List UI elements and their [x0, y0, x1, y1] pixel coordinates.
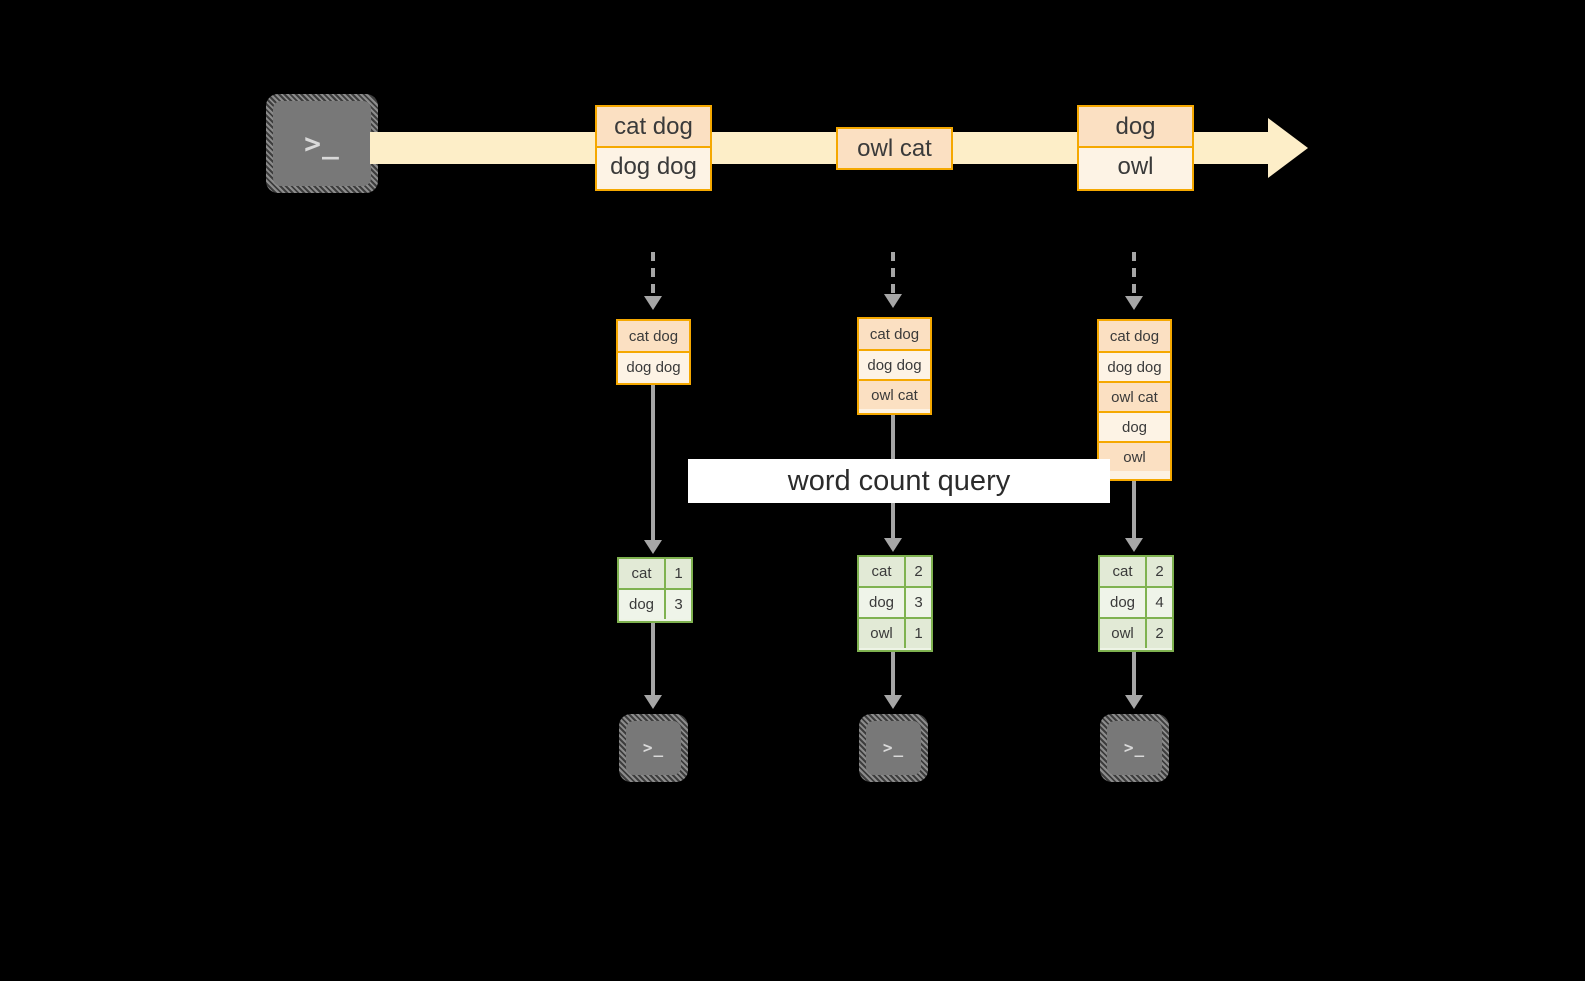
message-line: dog	[1079, 107, 1192, 146]
output-arrow-line-2	[891, 652, 895, 696]
terminal-screen	[866, 721, 921, 775]
result-count: 2	[1145, 557, 1172, 586]
sink-terminal-3: >_	[1100, 714, 1169, 782]
result-count: 4	[1145, 588, 1172, 617]
message-line: owl cat	[838, 129, 951, 168]
result-row: dog 3	[859, 586, 931, 617]
query-arrow-head-1	[644, 540, 662, 554]
source-terminal-icon: >_	[266, 94, 378, 193]
terminal-screen	[626, 721, 681, 775]
stream-to-snapshot-dash-3	[1132, 252, 1136, 297]
snapshot-record: owl cat	[1099, 381, 1170, 411]
terminal-screen	[1107, 721, 1162, 775]
query-label-text: word count query	[787, 464, 1011, 497]
result-word: cat	[859, 557, 904, 586]
stream-message-3: dog owl	[1077, 105, 1194, 191]
snapshot-record: cat dog	[859, 319, 930, 349]
query-arrow-head-2	[884, 538, 902, 552]
result-row: owl 2	[1100, 617, 1172, 648]
sink-terminal-1: >_	[619, 714, 688, 782]
snapshot-record: cat dog	[618, 321, 689, 351]
result-table-3: cat 2 dog 4 owl 2	[1098, 555, 1174, 652]
result-word: owl	[859, 619, 904, 648]
result-count: 2	[904, 557, 931, 586]
snapshot-record: dog	[1099, 411, 1170, 441]
result-count: 3	[664, 590, 691, 619]
sink-terminal-2: >_	[859, 714, 928, 782]
output-arrow-head-2	[884, 695, 902, 709]
stream-to-snapshot-dash-1	[651, 252, 655, 297]
snapshot-table-1: cat dog dog dog	[616, 319, 691, 385]
terminal-prompt-glyph: >_	[1123, 738, 1146, 757]
snapshot-record: cat dog	[1099, 321, 1170, 351]
output-arrow-head-1	[644, 695, 662, 709]
result-count: 1	[664, 559, 691, 588]
stream-to-snapshot-arrowhead-2	[884, 294, 902, 308]
result-row: dog 3	[619, 588, 691, 619]
message-line: dog dog	[597, 146, 710, 185]
stream-message-1: cat dog dog dog	[595, 105, 712, 191]
terminal-prompt-glyph: >_	[642, 738, 665, 757]
result-row: owl 1	[859, 617, 931, 648]
snapshot-record: dog dog	[618, 351, 689, 381]
result-count: 3	[904, 588, 931, 617]
terminal-screen	[273, 101, 371, 186]
result-row: cat 2	[1100, 557, 1172, 586]
query-arrow-head-3	[1125, 538, 1143, 552]
output-arrow-head-3	[1125, 695, 1143, 709]
query-arrow-line-3	[1132, 481, 1136, 539]
terminal-prompt-glyph: >_	[304, 126, 340, 160]
stream-to-snapshot-arrowhead-1	[644, 296, 662, 310]
stream-to-snapshot-arrowhead-3	[1125, 296, 1143, 310]
stream-message-2: owl cat	[836, 127, 953, 170]
output-arrow-line-3	[1132, 652, 1136, 696]
message-line: cat dog	[597, 107, 710, 146]
result-word: dog	[859, 588, 904, 617]
snapshot-record: dog dog	[859, 349, 930, 379]
result-word: dog	[619, 590, 664, 619]
snapshot-record: owl	[1099, 441, 1170, 471]
result-word: cat	[1100, 557, 1145, 586]
snapshot-record: dog dog	[1099, 351, 1170, 381]
result-count: 2	[1145, 619, 1172, 648]
result-row: cat 2	[859, 557, 931, 586]
result-row: dog 4	[1100, 586, 1172, 617]
result-word: cat	[619, 559, 664, 588]
output-arrow-line-1	[651, 623, 655, 696]
snapshot-table-3: cat dog dog dog owl cat dog owl	[1097, 319, 1172, 481]
stream-to-snapshot-dash-2	[891, 252, 895, 295]
result-table-2: cat 2 dog 3 owl 1	[857, 555, 933, 652]
snapshot-table-2: cat dog dog dog owl cat	[857, 317, 932, 415]
snapshot-record: owl cat	[859, 379, 930, 409]
query-label-band: word count query	[688, 459, 1110, 503]
result-word: dog	[1100, 588, 1145, 617]
result-row: cat 1	[619, 559, 691, 588]
query-arrow-line-1	[651, 385, 655, 541]
result-count: 1	[904, 619, 931, 648]
result-word: owl	[1100, 619, 1145, 648]
stream-arrow-head	[1268, 118, 1308, 178]
result-table-1: cat 1 dog 3	[617, 557, 693, 623]
message-line: owl	[1079, 146, 1192, 185]
terminal-prompt-glyph: >_	[882, 738, 905, 757]
